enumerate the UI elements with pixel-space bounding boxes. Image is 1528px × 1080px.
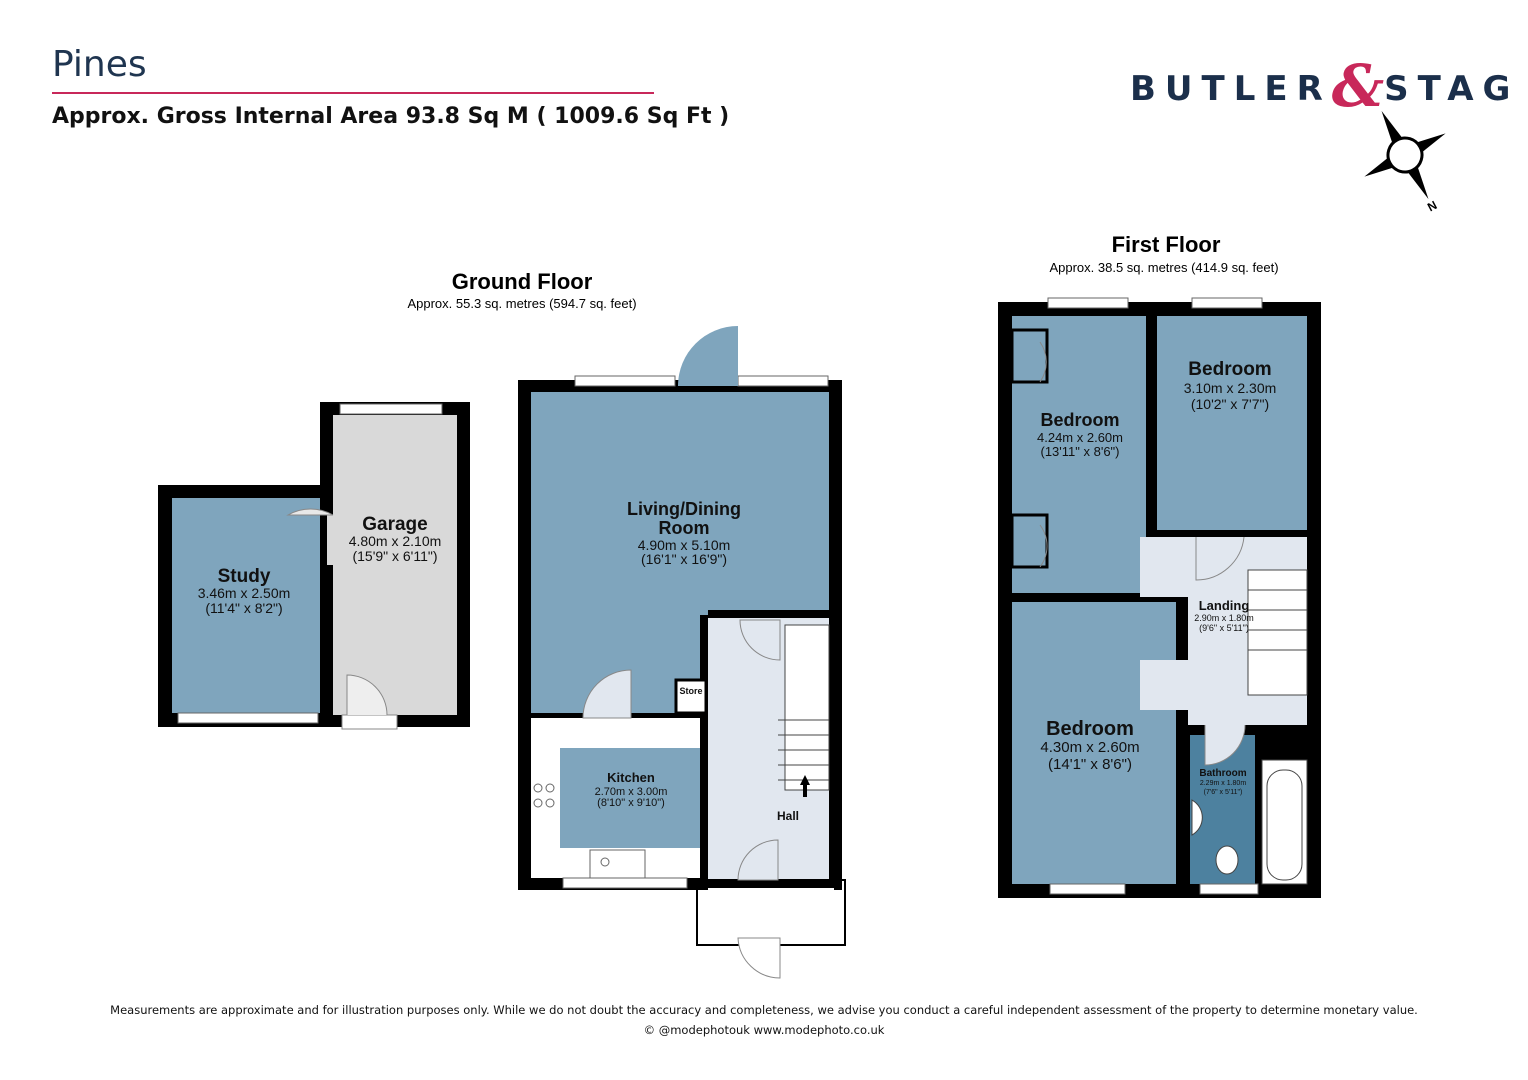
ground-floor-plan: Study 3.46m x 2.50m (11'4" x 8'2") Garag…	[158, 326, 846, 979]
bedroom-3	[1012, 602, 1176, 884]
bedroom-2-metric: 3.10m x 2.30m	[1184, 380, 1277, 396]
ground-floor-title: Ground Floor	[452, 269, 593, 294]
kitchen-label: Kitchen	[607, 770, 655, 785]
title-divider	[52, 92, 654, 94]
bedroom-3-imperial: (14'1" x 8'6")	[1048, 756, 1132, 773]
logo-amp: &	[1331, 52, 1385, 120]
store-label: Store	[679, 686, 702, 696]
study-imperial: (11'4" x 8'2")	[205, 600, 282, 616]
bedroom-3-label: Bedroom	[1046, 718, 1134, 740]
garage-room	[333, 415, 457, 715]
landing-imperial: (9'6" x 5'11")	[1199, 623, 1249, 633]
study-room	[172, 498, 327, 713]
bedroom-2-label: Bedroom	[1188, 359, 1271, 380]
first-floor-area: Approx. 38.5 sq. metres (414.9 sq. feet)	[1049, 260, 1278, 275]
logo-left: BUTLER	[1130, 69, 1332, 109]
living-label-2: Room	[659, 518, 710, 538]
gross-area: Approx. Gross Internal Area 93.8 Sq M ( …	[52, 104, 730, 129]
first-floor-title: First Floor	[1112, 232, 1221, 257]
agency-logo: BUTLER&STAG	[1130, 52, 1519, 120]
study-metric: 3.46m x 2.50m	[198, 585, 291, 601]
kitchen-metric: 2.70m x 3.00m	[595, 786, 668, 798]
study-label: Study	[218, 566, 271, 587]
bedroom-2-imperial: (10'2" x 7'7")	[1191, 396, 1269, 412]
garage-metric: 4.80m x 2.10m	[349, 533, 442, 549]
garage-imperial: (15'9" x 6'11")	[352, 548, 437, 564]
bedroom-1-imperial: (13'11" x 8'6")	[1041, 444, 1120, 459]
north-label: N	[1425, 198, 1439, 214]
living-metric: 4.90m x 5.10m	[638, 537, 731, 553]
compass-icon: N	[1364, 110, 1446, 214]
bedroom-3-metric: 4.30m x 2.60m	[1040, 739, 1139, 756]
living-label-1: Living/Dining	[627, 499, 741, 519]
bathroom-label: Bathroom	[1199, 768, 1246, 779]
bedroom-1-label: Bedroom	[1040, 410, 1119, 430]
store-room	[674, 678, 708, 715]
first-floor-plan: Bedroom 4.24m x 2.60m (13'11" x 8'6") Be…	[998, 297, 1321, 898]
bathroom-metric: 2.29m x 1.80m	[1200, 780, 1246, 787]
disclaimer: Measurements are approximate and for ill…	[110, 1003, 1418, 1017]
landing-label: Landing	[1199, 598, 1250, 613]
ground-floor-area: Approx. 55.3 sq. metres (594.7 sq. feet)	[407, 296, 636, 311]
bedroom-2	[1157, 316, 1307, 530]
bathroom-imperial: (7'6" x 5'11")	[1204, 789, 1243, 796]
hall-label: Hall	[777, 809, 799, 823]
photo-credit: © @modephotouk www.modephoto.co.uk	[643, 1023, 885, 1037]
property-title: Pines	[52, 44, 147, 85]
living-imperial: (16'1" x 16'9")	[641, 551, 727, 567]
garage-label: Garage	[362, 514, 427, 535]
logo-right: STAG	[1384, 69, 1520, 109]
kitchen-imperial: (8'10" x 9'10")	[597, 797, 665, 809]
landing-metric: 2.90m x 1.80m	[1194, 613, 1254, 623]
bedroom-1-metric: 4.24m x 2.60m	[1037, 430, 1123, 445]
